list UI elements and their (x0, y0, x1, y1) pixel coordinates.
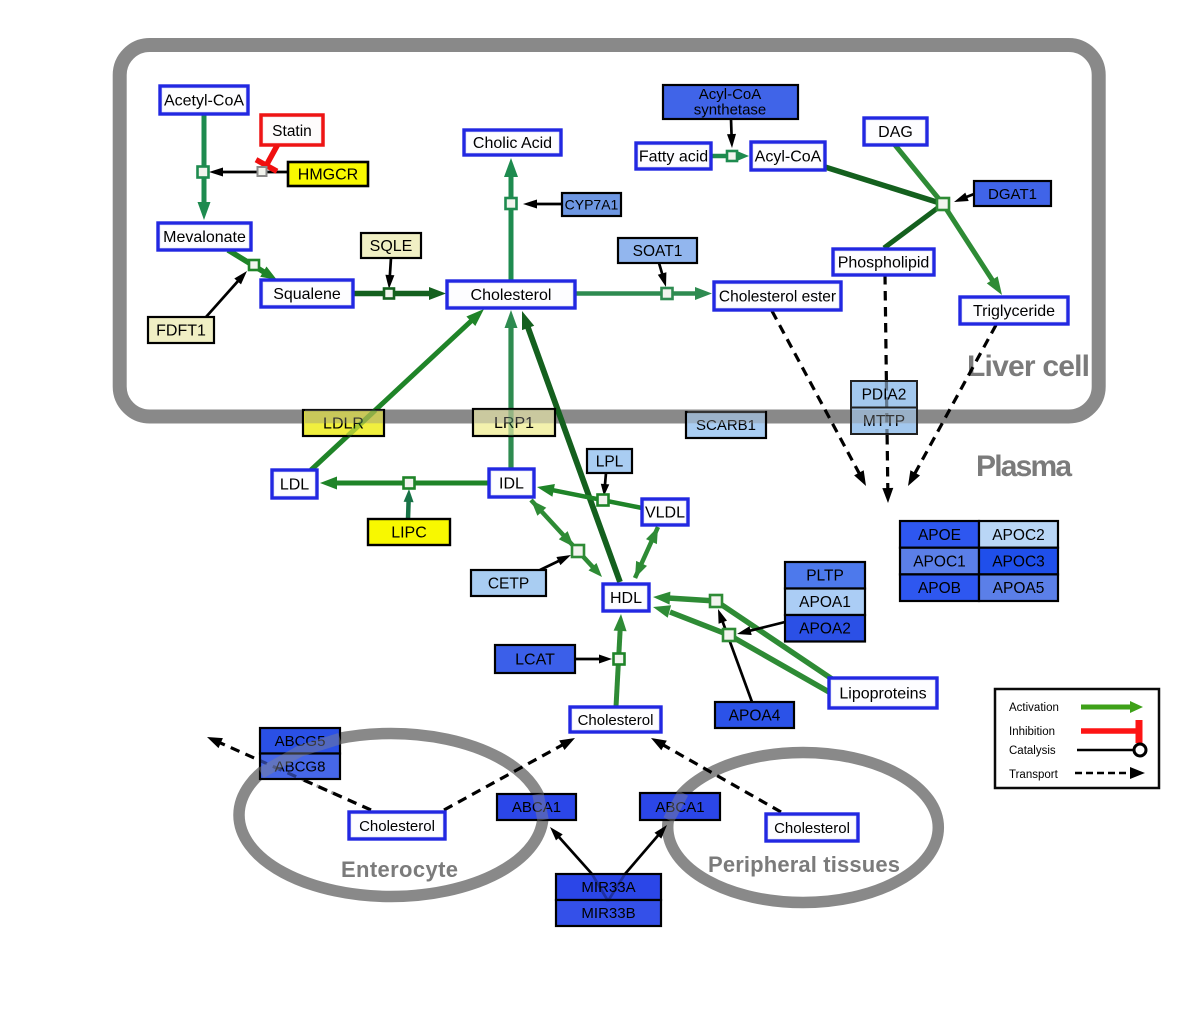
svg-text:IDL: IDL (499, 476, 524, 493)
svg-text:Catalysis: Catalysis (1009, 745, 1056, 757)
svg-text:Cholesterol: Cholesterol (578, 712, 654, 729)
svg-text:DAG: DAG (878, 124, 913, 141)
svg-text:Squalene: Squalene (273, 286, 341, 303)
svg-text:HDL: HDL (610, 590, 642, 607)
svg-text:Cholic Acid: Cholic Acid (473, 135, 552, 152)
svg-text:Cholesterol: Cholesterol (359, 818, 435, 835)
svg-text:SQLE: SQLE (370, 238, 413, 255)
svg-text:DGAT1: DGAT1 (988, 186, 1037, 203)
svg-text:Cholesterol: Cholesterol (774, 820, 850, 837)
svg-text:CYP7A1: CYP7A1 (565, 196, 619, 212)
svg-text:Lipoproteins: Lipoproteins (839, 686, 926, 703)
svg-text:Plasma: Plasma (976, 450, 1072, 483)
svg-text:APOC3: APOC3 (992, 554, 1045, 571)
svg-text:Acyl-CoA: Acyl-CoA (755, 149, 822, 166)
svg-text:LPL: LPL (596, 453, 624, 470)
svg-text:APOE: APOE (918, 527, 961, 544)
svg-text:SCARB1: SCARB1 (696, 417, 756, 434)
svg-text:LIPC: LIPC (391, 525, 427, 542)
svg-text:PLTP: PLTP (806, 568, 844, 585)
svg-text:Acetyl-CoA: Acetyl-CoA (164, 93, 244, 110)
svg-text:Enterocyte: Enterocyte (341, 857, 458, 882)
svg-text:Phospholipid: Phospholipid (838, 255, 930, 272)
svg-text:APOC1: APOC1 (913, 554, 966, 571)
svg-text:Activation: Activation (1009, 702, 1059, 714)
svg-text:ABCG8: ABCG8 (275, 759, 326, 776)
svg-text:APOC2: APOC2 (992, 527, 1045, 544)
svg-text:LDLR: LDLR (323, 416, 364, 433)
svg-text:HMGCR: HMGCR (298, 167, 358, 184)
svg-text:Cholesterol: Cholesterol (471, 287, 552, 304)
svg-text:Statin: Statin (272, 123, 312, 140)
svg-text:Peripheral tissues: Peripheral tissues (708, 852, 900, 877)
svg-text:Inhibition: Inhibition (1009, 726, 1055, 738)
svg-text:PDIA2: PDIA2 (862, 387, 907, 404)
svg-text:SOAT1: SOAT1 (633, 243, 683, 260)
svg-text:Cholesterol ester: Cholesterol ester (719, 288, 836, 305)
svg-text:APOB: APOB (918, 580, 961, 597)
svg-text:APOA1: APOA1 (799, 594, 851, 611)
svg-text:Fatty acid: Fatty acid (639, 149, 708, 166)
svg-text:LRP1: LRP1 (494, 415, 534, 432)
svg-text:MIR33B: MIR33B (581, 905, 635, 922)
svg-text:Triglyceride: Triglyceride (973, 303, 1055, 320)
svg-text:LCAT: LCAT (515, 652, 555, 669)
svg-text:VLDL: VLDL (645, 505, 685, 522)
svg-text:Acyl-CoA: Acyl-CoA (699, 86, 762, 103)
svg-text:CETP: CETP (488, 575, 529, 592)
svg-text:LDL: LDL (280, 477, 309, 494)
svg-text:synthetase: synthetase (694, 102, 767, 119)
svg-text:APOA5: APOA5 (993, 580, 1045, 597)
svg-text:MTTP: MTTP (863, 413, 905, 430)
svg-text:ABCA1: ABCA1 (655, 799, 704, 816)
svg-text:FDFT1: FDFT1 (156, 323, 206, 340)
svg-text:Transport: Transport (1009, 769, 1059, 781)
svg-text:MIR33A: MIR33A (581, 879, 635, 896)
svg-text:Mevalonate: Mevalonate (163, 229, 246, 246)
svg-text:ABCG5: ABCG5 (275, 733, 326, 750)
svg-text:ABCA1: ABCA1 (512, 799, 561, 816)
svg-text:Liver cell: Liver cell (967, 350, 1090, 383)
svg-text:APOA4: APOA4 (729, 707, 781, 724)
svg-text:APOA2: APOA2 (799, 621, 851, 638)
